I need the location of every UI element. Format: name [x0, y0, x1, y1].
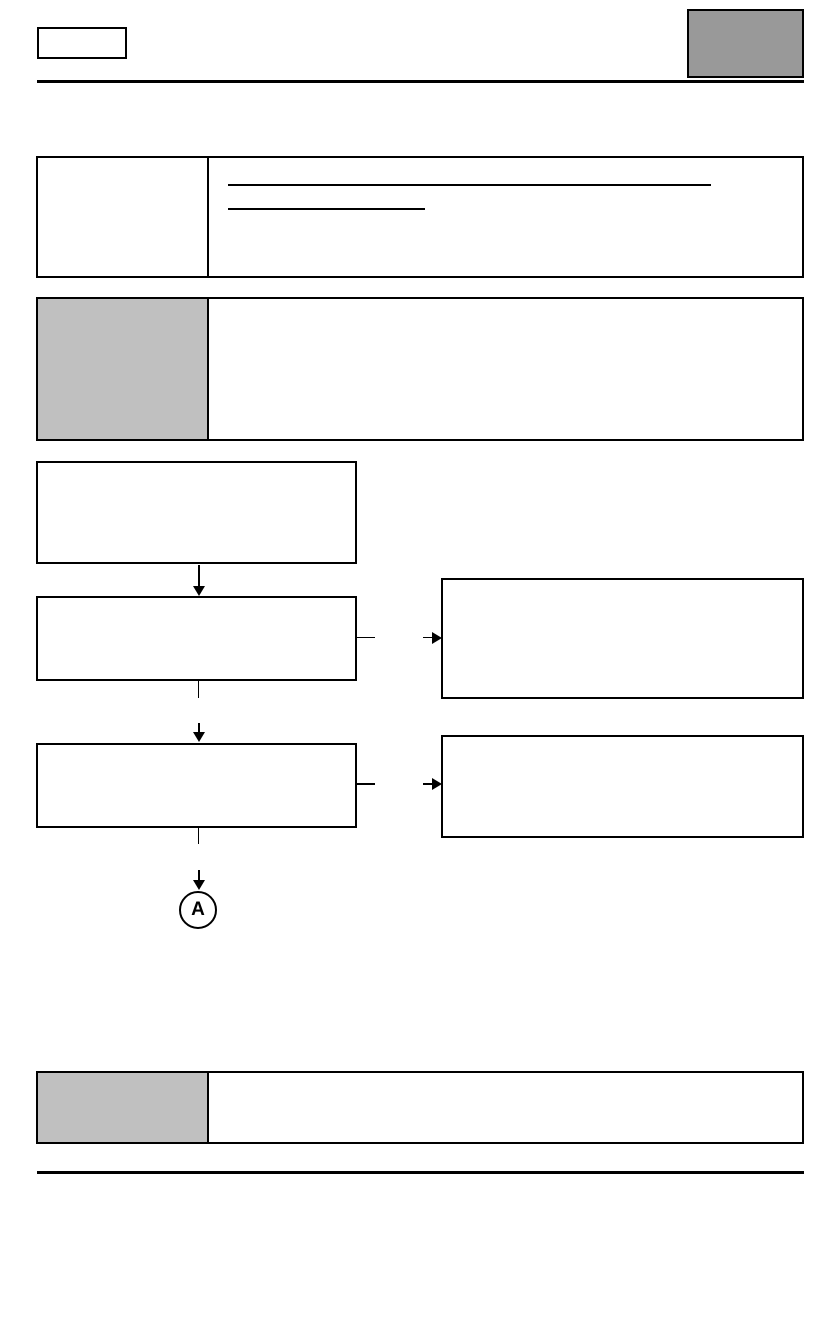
flow-arrow-1-line — [198, 565, 200, 587]
flow-connector-label: A — [191, 899, 205, 920]
after-repair-divider — [207, 1071, 209, 1144]
notes-panel-divider — [207, 297, 209, 441]
flow-step1-result-box — [441, 578, 804, 699]
diagnostic-title-underline-1 — [228, 184, 711, 186]
flow-arrow-3-head — [193, 880, 205, 890]
flow-branch-2-line-b — [423, 783, 433, 785]
after-repair-label — [38, 1073, 207, 1142]
flow-step2-result-box — [441, 735, 804, 838]
diagnostic-header-label — [38, 158, 206, 276]
flow-arrow-3-stub — [198, 828, 199, 844]
footer-rule — [37, 1171, 804, 1174]
flow-branch-2-head — [432, 778, 442, 790]
flow-branch-1-line-b — [423, 637, 433, 638]
diagnostic-header-divider — [207, 156, 209, 278]
flow-start-box — [36, 461, 357, 564]
flow-arrow-3-line — [198, 870, 200, 880]
section-tab — [687, 9, 804, 78]
after-repair-label-cell — [38, 1073, 207, 1142]
notes-panel-label — [38, 299, 207, 439]
flow-arrow-2-line — [198, 723, 200, 733]
after-repair-text — [216, 1076, 796, 1139]
flow-branch-2-line-a — [357, 783, 375, 785]
flow-arrow-2-head — [193, 732, 205, 742]
notes-panel-text — [216, 302, 796, 436]
diagnostic-header-table — [36, 156, 804, 278]
flow-arrow-2-stub — [198, 681, 199, 698]
diagnostic-header-text — [216, 162, 796, 272]
flow-branch-1-head — [432, 632, 442, 644]
notes-panel-label-cell — [38, 299, 207, 439]
diagnostic-title-underline-2 — [228, 208, 425, 210]
header-label-box — [37, 27, 127, 59]
flow-connector-a: A — [179, 891, 217, 929]
flow-arrow-1-head — [193, 586, 205, 596]
header-rule — [37, 80, 804, 83]
flow-step1-box — [36, 596, 357, 681]
flow-step2-box — [36, 743, 357, 828]
flow-branch-1-line-a — [357, 637, 375, 638]
